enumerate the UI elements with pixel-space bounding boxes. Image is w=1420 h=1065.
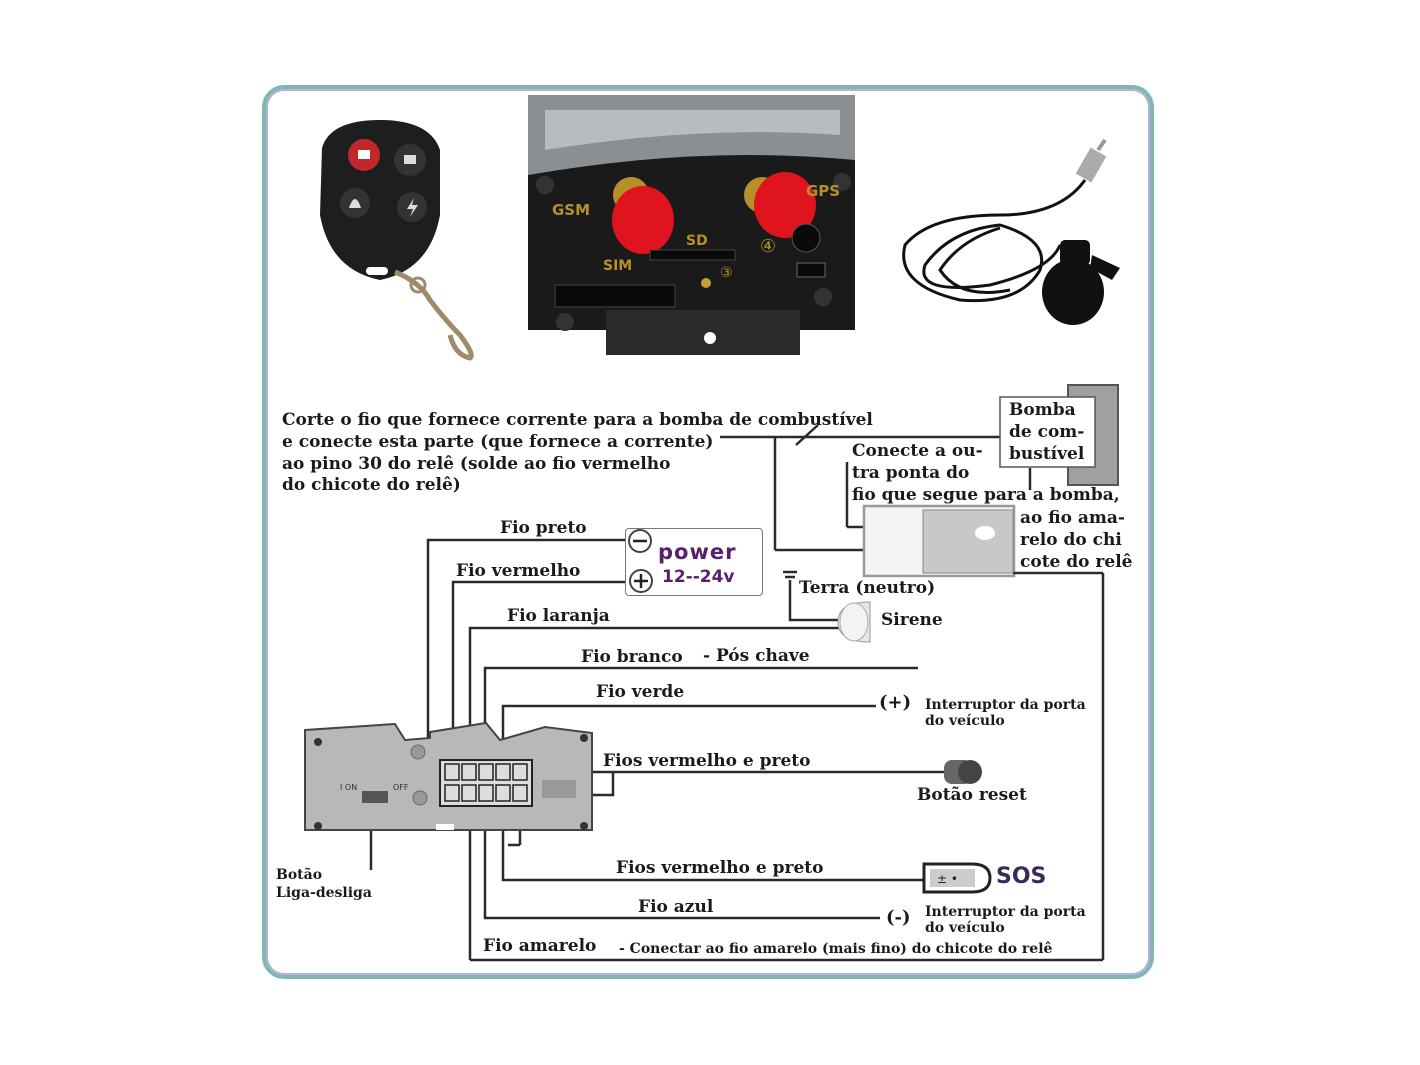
switch-on-label: I ON <box>340 783 357 792</box>
svg-text:± •: ± • <box>937 872 958 886</box>
sim-label: SIM <box>603 258 632 274</box>
door-switch-plus-label: Interruptor da porta do veículo <box>925 697 1086 730</box>
yellow-relay-note: ao fio ama- relo do chi cote do relê <box>1020 508 1133 572</box>
wire-label-branco: Fio branco <box>581 647 683 667</box>
wire-connector-icon <box>439 759 533 807</box>
other-end-note: Conecte a ou- tra ponta do fio que segue… <box>852 441 1120 505</box>
wire-label-amarelo-note: - Conectar ao fio amarelo (mais fino) do… <box>619 941 1053 957</box>
foam-windscreen-icon <box>1042 259 1104 325</box>
terra-label: Terra (neutro) <box>799 578 936 598</box>
reset-label: Botão reset <box>917 785 1027 805</box>
fuel-pump-label: Bomba de com- bustível <box>1009 400 1085 464</box>
port3-label: ③ <box>720 265 733 281</box>
power-voltage: 12--24v <box>662 567 735 587</box>
siren-icon <box>837 601 871 643</box>
onoff-label: Botão Liga-desliga <box>276 867 372 901</box>
sos-button-icon: ± • <box>922 862 992 894</box>
sd-label: SD <box>686 233 708 249</box>
port4-label: ④ <box>760 236 776 257</box>
wire-label-sos: Fios vermelho e preto <box>616 858 824 878</box>
microphone <box>902 138 1120 325</box>
tracker-base-unit: I ON OFF <box>304 721 593 831</box>
sirene-label: Sirene <box>881 610 943 630</box>
sos-label: SOS <box>996 864 1047 889</box>
tracker-device: GSM GPS SD SIM ③ ④ <box>528 95 855 355</box>
switch-off-label: OFF <box>393 783 409 792</box>
remote-control <box>320 120 474 361</box>
fuel-pump-icon <box>999 384 1119 486</box>
gsm-label: GSM <box>552 201 590 219</box>
door-switch-minus-label: Interruptor da porta do veículo <box>925 904 1086 937</box>
wire-label-preto: Fio preto <box>500 518 587 538</box>
wire-label-vermelho: Fio vermelho <box>456 561 581 581</box>
door-minus-sign: (-) <box>886 907 911 928</box>
power-switch-icon <box>362 791 388 803</box>
reset-button-icon <box>944 760 982 784</box>
relay-icon <box>922 509 1014 574</box>
gps-label: GPS <box>806 182 840 200</box>
wire-label-laranja: Fio laranja <box>507 606 610 626</box>
wire-label-pos-chave: - Pós chave <box>703 646 810 666</box>
door-plus-sign: (+) <box>879 692 912 713</box>
wire-label-azul: Fio azul <box>638 897 714 917</box>
cut-wire-note: Corte o fio que fornece corrente para a … <box>282 410 873 496</box>
wire-label-reset: Fios vermelho e preto <box>603 751 811 771</box>
power-title: power <box>658 540 737 564</box>
wire-label-amarelo: Fio amarelo <box>483 936 597 956</box>
wire-label-verde: Fio verde <box>596 682 685 702</box>
